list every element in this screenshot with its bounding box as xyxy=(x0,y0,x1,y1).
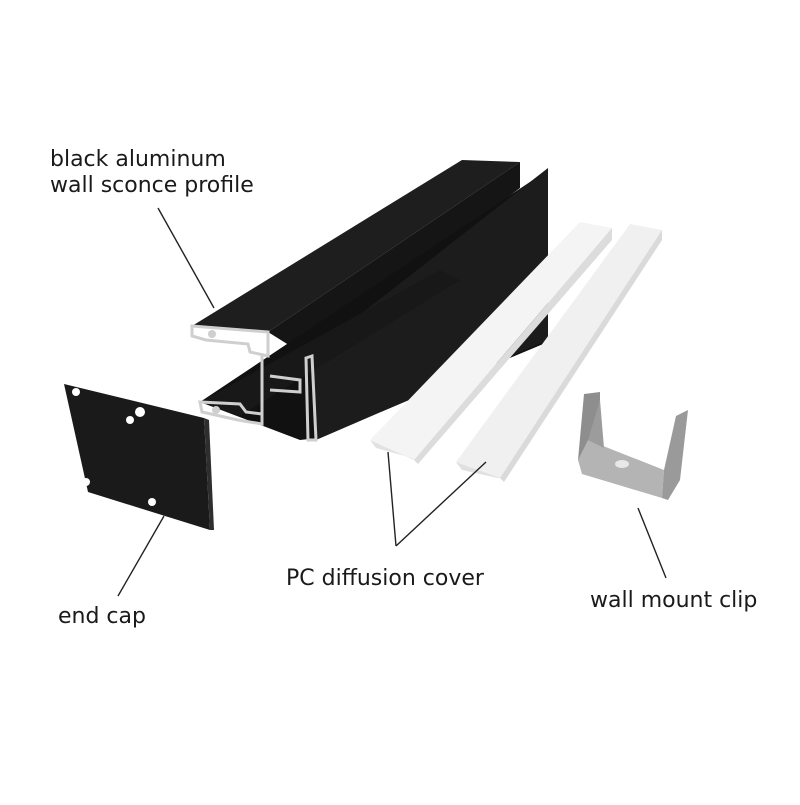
aluminum-profile-icon xyxy=(190,160,548,442)
profile-label-line1: black aluminum xyxy=(50,147,226,172)
cover-leader-line-right xyxy=(395,461,487,547)
diffuser-strip-icon xyxy=(370,222,662,482)
leader-lines xyxy=(117,207,667,597)
end-cap-plate-icon xyxy=(64,384,214,530)
endcap-leader-line xyxy=(117,515,165,597)
mounting-clip-icon xyxy=(578,392,688,500)
profile-leader-line xyxy=(157,207,215,309)
profile-label: black aluminum wall sconce profile xyxy=(50,147,254,199)
profile-label-line2: wall sconce profile xyxy=(50,172,254,198)
cover-leader-line-left xyxy=(387,451,397,547)
clip-leader-line xyxy=(637,507,667,579)
end-cap-label: end cap xyxy=(58,604,146,629)
wall-mount-clip-label: wall mount clip xyxy=(590,588,758,613)
diffusion-cover-label: PC diffusion cover xyxy=(286,566,484,591)
